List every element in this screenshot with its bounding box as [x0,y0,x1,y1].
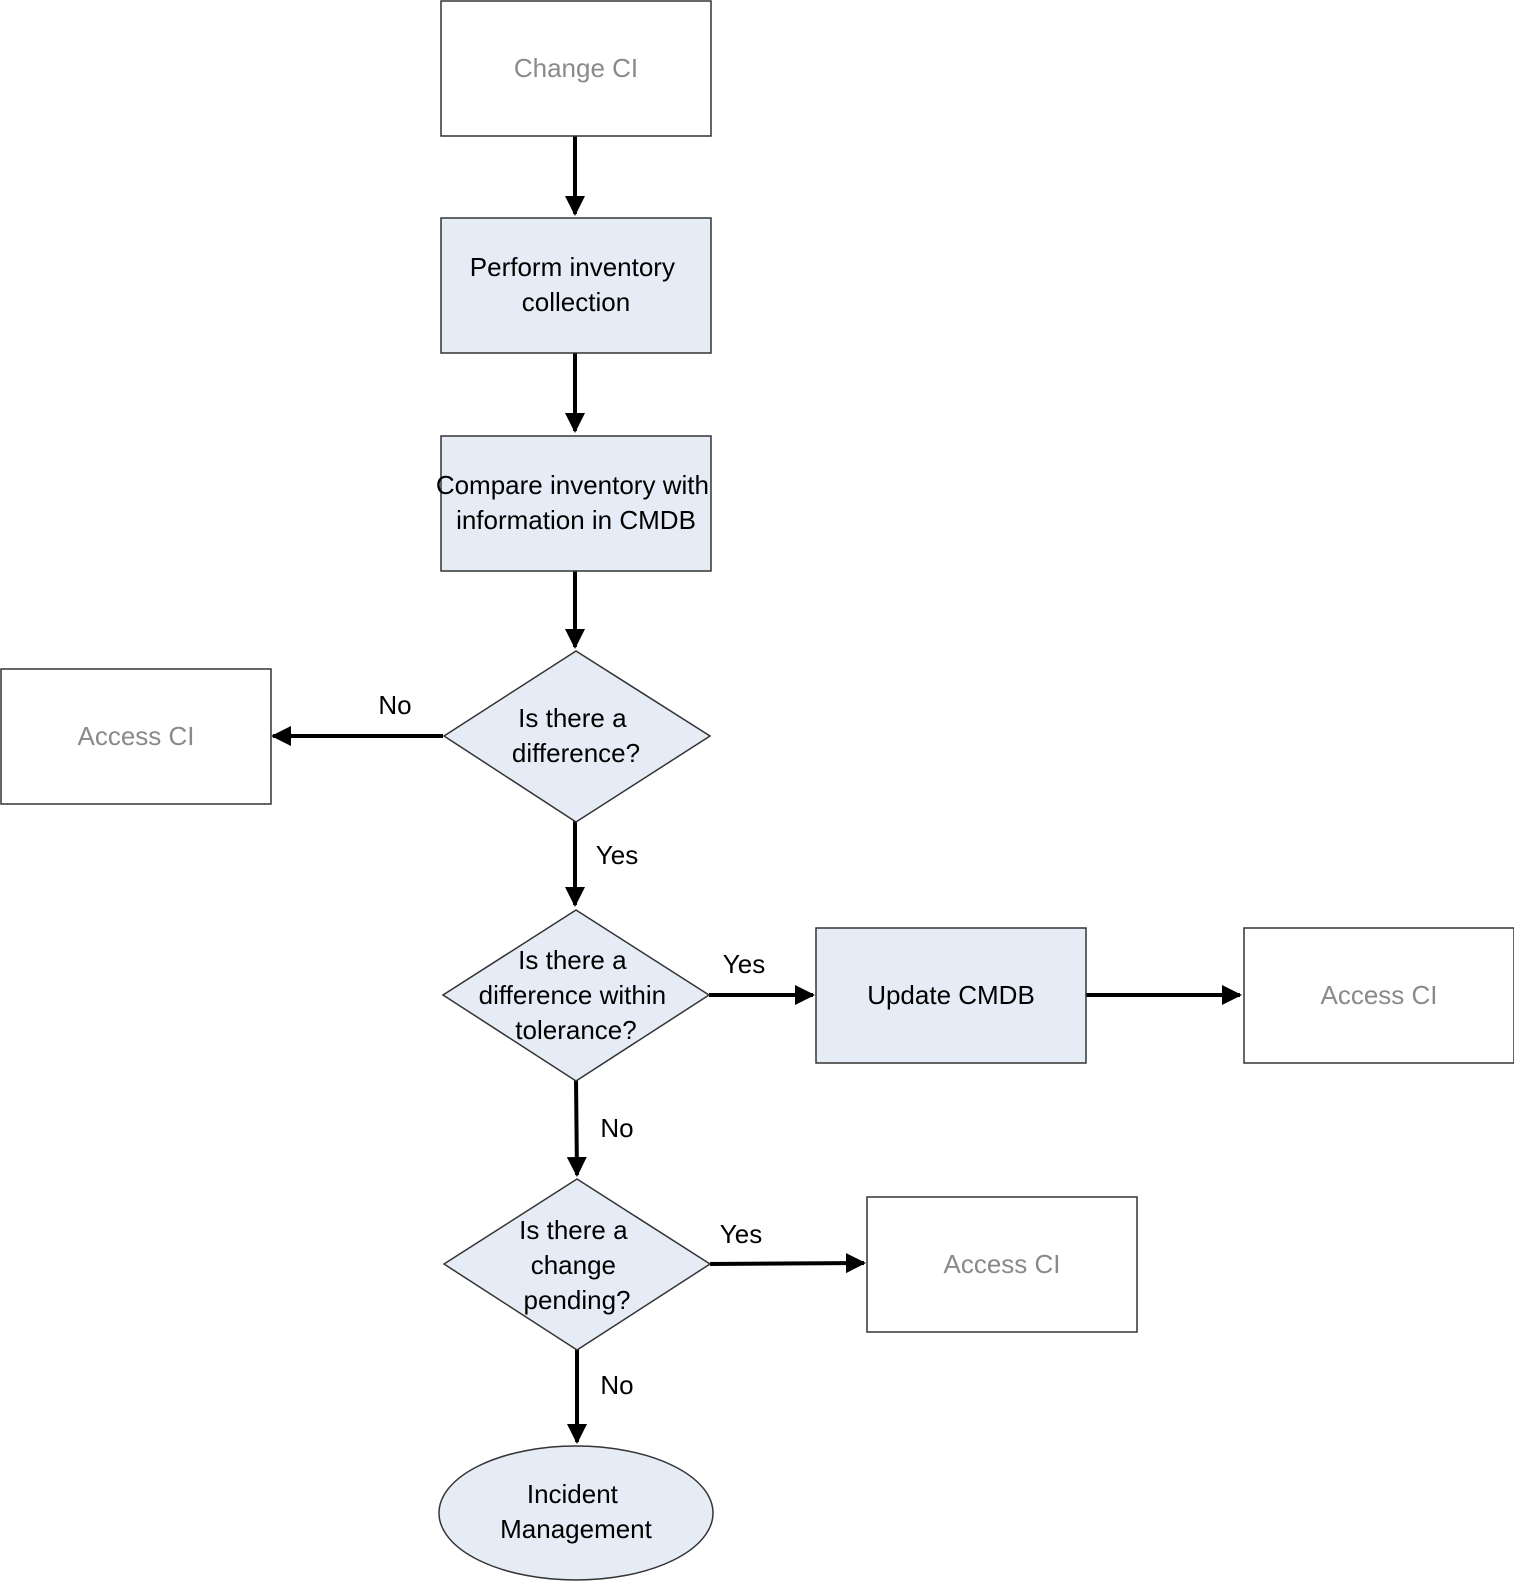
node-text-line: Update CMDB [867,980,1035,1010]
node-text-line: Access CI [943,1249,1060,1279]
node-text-line: Is there a [518,703,627,733]
svg-text:Change CI: Change CI [514,53,638,83]
change-ci-box: Change CI [440,0,712,137]
edge-label-no-access-left: No [378,690,411,720]
perform-inventory-collection-box: Perform inventory collection [440,217,712,354]
svg-text:Is there a difference?: Is there a difference? [512,703,640,768]
compare-inventory-box: Compare inventory with information in CM… [436,435,716,572]
arrow-change-pending-to-access-middle [709,1253,866,1274]
svg-text:Access CI: Access CI [943,1249,1060,1279]
node-text-line: change [531,1250,616,1280]
svg-text:Is there a difference wi: Is there a difference within tolerance? [479,945,674,1045]
decision-tolerance-diamond: Is there a difference within tolerance? [441,909,711,1082]
node-text-line: collection [522,287,630,317]
node-text-line: Is there a [518,945,627,975]
node-text-line: tolerance? [515,1015,636,1045]
node-text-line: Perform inventory [470,252,675,282]
edge-label-yes-update: Yes [723,949,765,979]
update-cmdb-box: Update CMDB [815,927,1087,1064]
svg-text:Compare inventory with i: Compare inventory with information in CM… [436,470,716,535]
access-ci-middle-box: Access CI [866,1196,1138,1333]
node-text-line: Management [500,1514,653,1544]
svg-text:Access CI: Access CI [77,721,194,751]
svg-text:Perform inventory collec: Perform inventory collection [470,252,682,317]
arrow-tolerance-to-change-pending [566,1079,587,1177]
node-text-line: Change CI [514,53,638,83]
edge-label-yes-tolerance: Yes [596,840,638,870]
node-text-line: pending? [524,1285,631,1315]
svg-text:Is there a change: Is there a change pending? [519,1215,635,1315]
node-text-line: Compare inventory with [436,470,709,500]
edge-label-no-change-pending: No [600,1113,633,1143]
node-text-line: information in CMDB [456,505,696,535]
node-text-line: difference? [512,738,640,768]
node-text-line: Access CI [1320,980,1437,1010]
decision-change-pending-diamond: Is there a change pending? [442,1178,712,1351]
edge-label-no-incident: No [600,1370,633,1400]
node-text-line: Access CI [77,721,194,751]
edge-label-yes-access-middle: Yes [720,1219,762,1249]
access-ci-left-box: Access CI [0,668,272,805]
access-ci-right-box: Access CI [1243,927,1514,1064]
node-text-line: Is there a [519,1215,628,1245]
node-text-line: difference within [479,980,666,1010]
svg-text:Access CI: Access CI [1320,980,1437,1010]
svg-text:Incident Management: Incident Management [500,1479,653,1544]
svg-text:Update CMDB: Update CMDB [867,980,1035,1010]
node-text-line: Incident [527,1479,619,1509]
incident-management-ellipse: Incident Management [438,1445,714,1581]
decision-difference-diamond: Is there a difference? [442,650,712,823]
